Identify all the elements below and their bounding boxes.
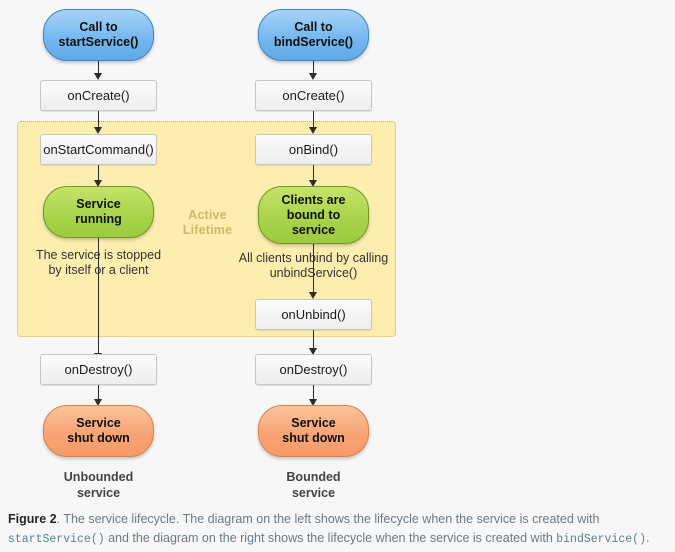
note-line1: All clients unbind by calling <box>238 251 389 265</box>
figure-code-bind-service: bindService() <box>556 533 646 546</box>
connector-line <box>313 165 314 185</box>
node-line2: bindService() <box>273 35 354 49</box>
label-bounded-service: Bounded service <box>253 469 374 501</box>
node-line2: bound to <box>286 207 341 222</box>
node-right-service-shut-down[interactable]: Service shut down <box>258 405 369 457</box>
note-line1: The service is stopped <box>35 248 162 262</box>
connector-arrowhead <box>309 348 317 355</box>
connector-line <box>98 111 99 132</box>
node-right-on-create[interactable]: onCreate() <box>255 80 372 111</box>
connector-line <box>98 385 99 403</box>
node-label: onDestroy() <box>64 362 133 377</box>
connector-line <box>313 244 314 297</box>
connector-line <box>313 330 314 354</box>
active-lifetime-line2: Lifetime <box>182 223 233 237</box>
connector-line <box>98 165 99 185</box>
node-line1: Service <box>291 416 336 430</box>
note-line2: unbindService() <box>269 266 358 280</box>
node-label: onBind() <box>288 142 339 157</box>
node-line3: service <box>291 222 336 237</box>
node-left-on-create[interactable]: onCreate() <box>40 80 157 111</box>
node-line1: Service <box>76 416 121 430</box>
note-service-stopped: The service is stopped by itself or a cl… <box>20 248 177 278</box>
connector-line <box>313 61 314 77</box>
label-line2: service <box>76 486 121 500</box>
active-lifetime-line1: Active <box>188 208 227 222</box>
service-lifecycle-diagram: Active Lifetime Call to startService() o… <box>17 9 396 501</box>
node-line1: Call to <box>294 20 333 34</box>
node-line1: Call to <box>79 20 118 34</box>
node-on-unbind[interactable]: onUnbind() <box>255 299 372 330</box>
figure-caption: Figure 2. The service lifecycle. The dia… <box>8 510 670 549</box>
connector-arrowhead <box>94 180 102 187</box>
node-label: onUnbind() <box>281 307 346 322</box>
connector-arrowhead <box>94 73 102 80</box>
node-call-to-start-service[interactable]: Call to startService() <box>43 9 154 61</box>
node-right-on-destroy[interactable]: onDestroy() <box>255 354 372 385</box>
figure-text-1: . The service lifecycle. The diagram on … <box>56 512 600 526</box>
figure-text-2: and the diagram on the right shows the l… <box>104 531 557 545</box>
figure-text-3: . <box>645 531 650 545</box>
node-service-running[interactable]: Service running <box>43 186 154 238</box>
figure-label: Figure 2 <box>8 512 57 526</box>
active-lifetime-label: Active Lifetime <box>170 208 245 238</box>
node-line2: startService() <box>58 35 139 49</box>
node-label: onStartCommand() <box>43 142 154 157</box>
label-line2: service <box>291 486 336 500</box>
label-line1: Bounded <box>286 470 341 484</box>
figure-code-start-service: startService() <box>8 533 105 546</box>
node-call-to-bind-service[interactable]: Call to bindService() <box>258 9 369 61</box>
connector-arrowhead <box>309 127 317 134</box>
note-all-clients-unbind: All clients unbind by calling unbindServ… <box>236 251 391 281</box>
node-label: onCreate() <box>282 88 345 103</box>
connector-arrowhead <box>309 180 317 187</box>
connector-arrowhead <box>309 292 317 299</box>
node-on-bind[interactable]: onBind() <box>255 134 372 165</box>
node-left-service-shut-down[interactable]: Service shut down <box>43 405 154 457</box>
connector-arrowhead <box>94 399 102 406</box>
connector-line <box>313 385 314 403</box>
connector-arrowhead <box>309 73 317 80</box>
node-line1: Service <box>76 197 121 211</box>
node-label: onCreate() <box>67 88 130 103</box>
note-line2: by itself or a client <box>48 263 149 277</box>
connector-line <box>98 61 99 77</box>
node-line2: running <box>75 212 122 226</box>
node-on-start-command[interactable]: onStartCommand() <box>40 134 157 165</box>
node-label: onDestroy() <box>279 362 348 377</box>
node-line2: shut down <box>67 431 130 445</box>
connector-line <box>313 111 314 132</box>
node-left-on-destroy[interactable]: onDestroy() <box>40 354 157 385</box>
node-line2: shut down <box>282 431 345 445</box>
label-line1: Unbounded <box>63 470 134 484</box>
connector-arrowhead <box>309 399 317 406</box>
connector-arrowhead <box>94 127 102 134</box>
node-clients-bound-to-service[interactable]: Clients are bound to service <box>258 186 369 244</box>
connector-line <box>98 238 99 360</box>
label-unbounded-service: Unbounded service <box>38 469 159 501</box>
node-line1: Clients are <box>281 192 346 207</box>
